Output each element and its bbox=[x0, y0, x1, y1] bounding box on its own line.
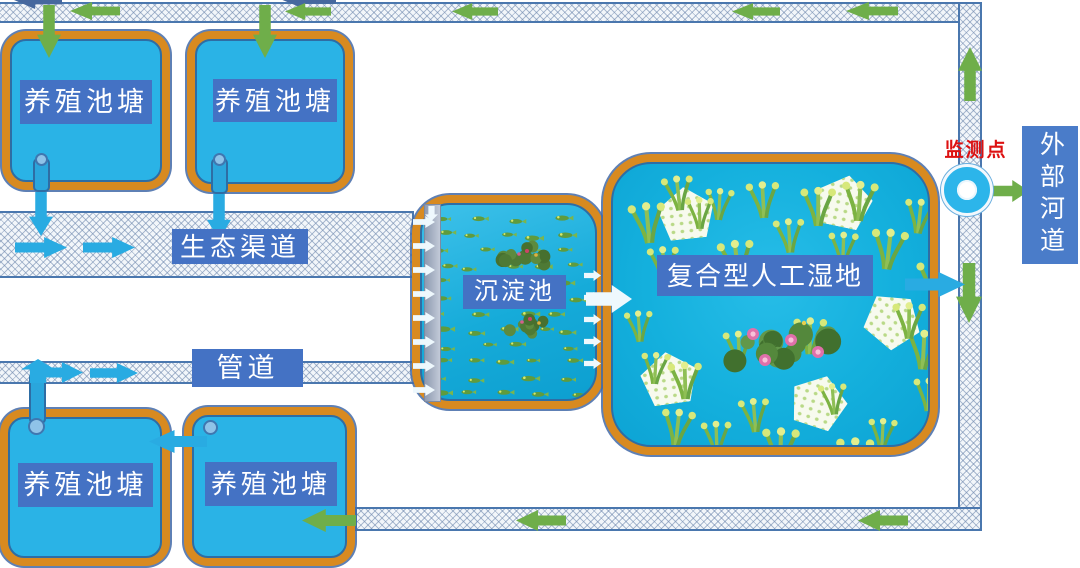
sedimentation-pond bbox=[412, 195, 605, 409]
sedimentation-pond-label: 沉淀池 bbox=[463, 275, 566, 309]
outlet-valve-icon bbox=[28, 418, 45, 435]
wetland-plants-icon bbox=[623, 175, 928, 445]
inlet-baffle bbox=[424, 204, 441, 402]
pond-label: 养殖池塘 bbox=[205, 462, 337, 506]
flow-arrow-icon bbox=[584, 358, 601, 369]
ecological-channel-label: 生态渠道 bbox=[172, 229, 308, 264]
outlet-valve-icon bbox=[35, 153, 48, 166]
outlet-valve-icon bbox=[213, 153, 226, 166]
flow-arrow-icon bbox=[584, 292, 601, 303]
flow-arrow-icon bbox=[584, 314, 601, 325]
monitoring-point-ring-icon bbox=[941, 164, 993, 216]
constructed-wetland bbox=[603, 154, 938, 455]
outlet-valve-icon bbox=[203, 420, 218, 435]
external-river-box: 外部河道 bbox=[1022, 126, 1078, 264]
pond-label: 养殖池塘 bbox=[18, 463, 153, 507]
monitoring-point-label: 监测点 bbox=[944, 140, 1008, 161]
bottom-return-channel bbox=[355, 507, 982, 531]
flow-arrow-icon bbox=[584, 270, 601, 281]
wetland-label: 复合型人工湿地 bbox=[657, 255, 873, 296]
flow-arrow-icon bbox=[584, 336, 601, 347]
pond-label: 养殖池塘 bbox=[213, 79, 337, 122]
pipeline-label: 管道 bbox=[192, 349, 303, 387]
pond-label: 养殖池塘 bbox=[20, 80, 152, 124]
